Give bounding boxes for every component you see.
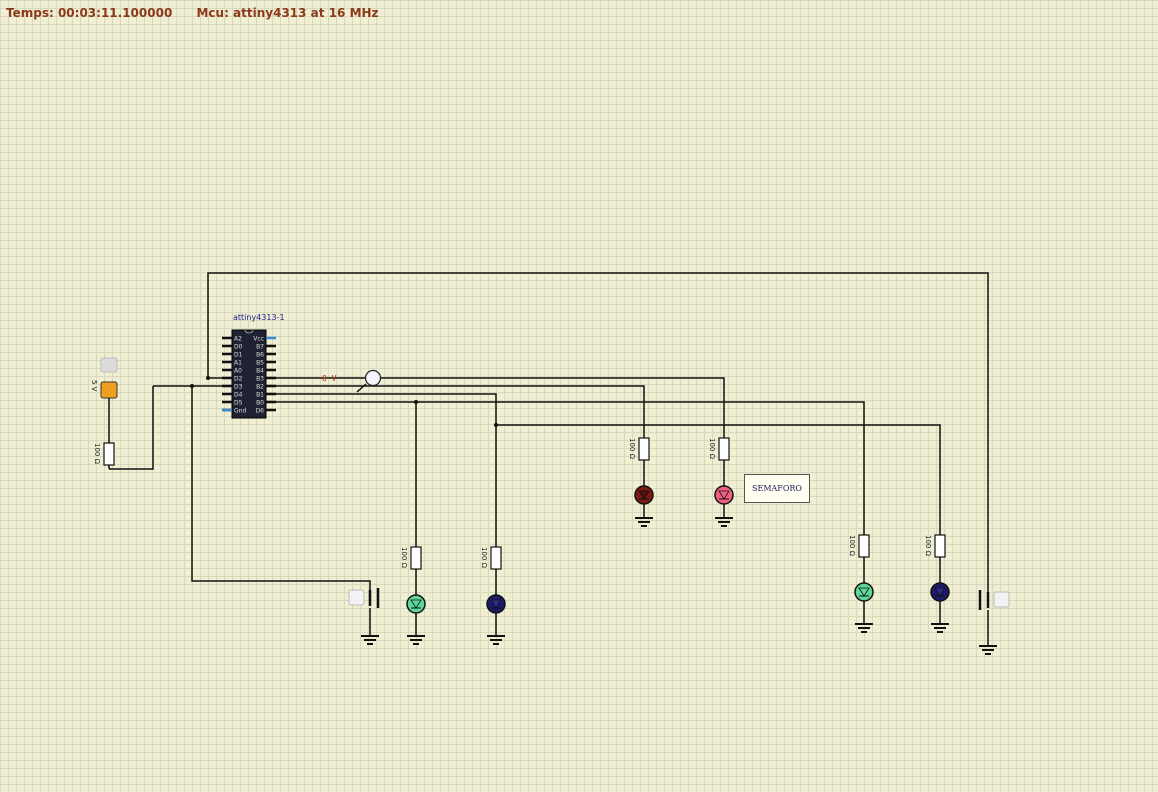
wire xyxy=(266,385,645,438)
mcu-pin-label: D4 xyxy=(234,392,243,399)
switch-button[interactable] xyxy=(993,591,1010,608)
probe-value: 0 V xyxy=(322,374,337,383)
led[interactable] xyxy=(406,594,426,614)
mcu-pin-label: B1 xyxy=(256,392,264,399)
ground-symbol xyxy=(979,640,997,655)
mcu-pin-label: A0 xyxy=(234,368,242,375)
resistor[interactable]: 100 Ω xyxy=(628,437,650,461)
wire xyxy=(266,377,725,438)
wire xyxy=(109,386,154,470)
led[interactable] xyxy=(930,582,950,602)
mcu-pin-label: B5 xyxy=(256,360,264,367)
resistor-label: 100 Ω xyxy=(480,547,488,569)
mcu-pin-label: B3 xyxy=(256,376,264,383)
wire xyxy=(207,272,989,592)
probe-icon[interactable] xyxy=(364,369,382,387)
mcu-pin-label: D5 xyxy=(234,400,243,407)
resistor-label: 100 Ω xyxy=(708,438,716,460)
resistor[interactable]: 100 Ω xyxy=(848,534,870,558)
mcu-name: attiny4313-1 xyxy=(233,313,285,322)
status-bar: Temps: 00:03:11.100000 Mcu: attiny4313 a… xyxy=(6,6,399,20)
junction xyxy=(414,400,418,404)
led-diode-icon xyxy=(410,599,422,609)
mcu-notch xyxy=(244,329,254,334)
resistor-label: 100 Ω xyxy=(848,535,856,557)
switch-button[interactable] xyxy=(348,589,365,606)
ground-symbol xyxy=(855,618,873,633)
mcu-pin-label: B4 xyxy=(256,368,264,375)
mcu-pin-label: D0 xyxy=(234,344,243,351)
led[interactable] xyxy=(714,485,734,505)
wire xyxy=(266,393,497,547)
push-switch[interactable] xyxy=(348,588,380,608)
mcu-pin-label: B2 xyxy=(256,384,264,391)
ground-symbol xyxy=(361,630,379,645)
led-diode-icon xyxy=(934,587,946,597)
resistor-body xyxy=(638,437,650,461)
ground-symbol xyxy=(635,512,653,527)
resistor[interactable]: 100 Ω xyxy=(480,546,502,570)
ground-symbol xyxy=(931,618,949,633)
junction xyxy=(190,384,194,388)
resistor-body xyxy=(490,546,502,570)
resistor-body xyxy=(858,534,870,558)
supply-indicator xyxy=(100,381,118,399)
led[interactable] xyxy=(486,594,506,614)
ground-symbol xyxy=(715,512,733,527)
led-diode-icon xyxy=(490,599,502,609)
mcu-pin-label: B7 xyxy=(256,344,264,351)
wire xyxy=(266,401,865,535)
led[interactable] xyxy=(634,485,654,505)
mcu-pin-label: A2 xyxy=(234,336,242,343)
resistor-body xyxy=(934,534,946,558)
wire xyxy=(496,424,941,535)
mcu-pin-label: B6 xyxy=(256,352,264,359)
led-diode-icon xyxy=(718,490,730,500)
resistor[interactable]: 100 Ω xyxy=(708,437,730,461)
supply-source[interactable]: 5 V xyxy=(90,357,118,399)
mcu-pin-label: B0 xyxy=(256,400,264,407)
junction xyxy=(494,423,498,427)
mcu-pin-label: Vcc xyxy=(253,336,264,343)
voltage-probe[interactable]: 0 V xyxy=(322,369,382,387)
ground-symbol xyxy=(407,630,425,645)
mcu-pin-label: D1 xyxy=(234,352,243,359)
resistor-body xyxy=(410,546,422,570)
push-switch[interactable] xyxy=(978,590,1010,610)
resistor-label: 100 Ω xyxy=(924,535,932,557)
resistor[interactable]: 100 Ω xyxy=(93,442,115,466)
simulation-time: Temps: 00:03:11.100000 xyxy=(6,6,173,20)
supply-label: 5 V xyxy=(90,380,98,392)
resistor-label: 100 Ω xyxy=(93,443,101,465)
resistor[interactable]: 100 Ω xyxy=(400,546,422,570)
led-diode-icon xyxy=(858,587,870,597)
mcu-pin-label: Gnd xyxy=(234,408,246,415)
mcu-info: Mcu: attiny4313 at 16 MHz xyxy=(196,6,379,20)
junction xyxy=(206,376,210,380)
mcu-pin-label: D6 xyxy=(256,408,265,415)
probe-lead xyxy=(356,383,367,393)
resistor-body xyxy=(718,437,730,461)
resistor-body xyxy=(103,442,115,466)
resistor[interactable]: 100 Ω xyxy=(924,534,946,558)
wire xyxy=(191,386,371,590)
supply-toggle[interactable] xyxy=(100,357,118,373)
led-diode-icon xyxy=(638,490,650,500)
junctions xyxy=(190,376,498,427)
mcu-chip[interactable]: attiny4313-1 A2D0D1A1A0D2D3D4D5GndVccB7B… xyxy=(222,313,285,419)
mcu-body xyxy=(231,329,267,419)
ground-symbol xyxy=(487,630,505,645)
mcu-pin-label: D2 xyxy=(234,376,243,383)
mcu-pin-label: A1 xyxy=(234,360,242,367)
led[interactable] xyxy=(854,582,874,602)
semaforo-note[interactable]: SEMAFORO xyxy=(744,474,810,503)
resistor-label: 100 Ω xyxy=(400,547,408,569)
mcu-pin-label: D3 xyxy=(234,384,243,391)
resistor-label: 100 Ω xyxy=(628,438,636,460)
